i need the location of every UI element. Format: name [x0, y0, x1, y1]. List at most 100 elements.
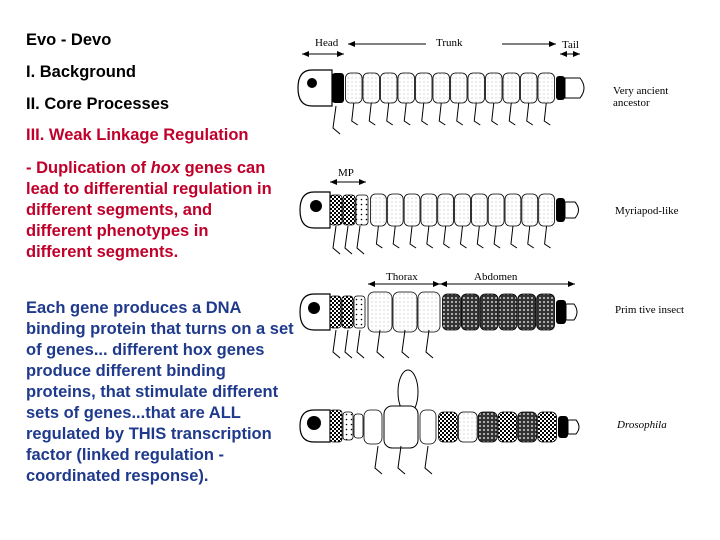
- drosophila-abdomen-segment: [497, 411, 518, 443]
- insect-abdomen-segment: [517, 293, 537, 331]
- row-label-insect: Prim tive insect: [615, 304, 684, 316]
- insect-eye: [308, 302, 320, 314]
- organism-primitive-insect: [299, 291, 578, 333]
- ancestor-tail-band: [556, 76, 565, 100]
- myriapod-trunk-leg: [375, 225, 383, 249]
- ancestor-trunk-leg: [368, 102, 376, 126]
- myriapod-trunk-segment: [487, 193, 505, 227]
- drosophila-leg: [397, 445, 406, 475]
- outline-item-core-processes: II. Core Processes: [26, 95, 170, 113]
- myriapod-mp-leg: [356, 225, 365, 255]
- insect-abdomen-segment: [498, 293, 518, 331]
- organism-myriapod: [299, 191, 579, 249]
- drosophila-thorax-3: [419, 409, 437, 445]
- ancestor-trunk-segment: [450, 72, 468, 104]
- insect-leg: [425, 329, 434, 359]
- hox-dup-post: genes can lead to differential regulatio…: [26, 159, 272, 261]
- drosophila-segment-c: [353, 413, 364, 439]
- myriapod-tail: [564, 201, 579, 219]
- drosophila-thorax-1: [363, 409, 383, 445]
- insect-tail: [565, 303, 578, 321]
- myriapod-eye: [310, 200, 322, 212]
- myriapod-mp-segment-3: [355, 194, 369, 226]
- insect-thorax-3: [417, 291, 441, 333]
- ancestor-trunk-leg: [386, 102, 394, 126]
- hox-word: hox: [150, 159, 180, 177]
- ancestor-trunk-leg: [456, 102, 464, 126]
- ancestor-eye: [307, 78, 317, 88]
- myriapod-trunk-segment: [386, 193, 404, 227]
- ancestor-trunk-leg: [438, 102, 446, 126]
- body-paragraph: Each gene produces a DNA binding protein…: [26, 299, 294, 485]
- insect-abdomen-segment: [479, 293, 499, 331]
- label-mp: MP: [338, 167, 354, 179]
- label-trunk: Trunk: [436, 37, 463, 49]
- drosophila-abdomen-segment: [477, 411, 498, 443]
- ancestor-trunk-segment: [485, 72, 503, 104]
- insect-segment-b: [341, 295, 354, 329]
- insect-segment-a: [329, 295, 342, 329]
- myriapod-tail-band: [556, 198, 565, 222]
- drosophila-segment-a: [329, 409, 343, 443]
- myriapod-mp-leg: [332, 225, 341, 255]
- ancestor-dark-segment: [332, 73, 344, 103]
- ancestor-trunk-segment: [362, 72, 380, 104]
- insect-leg: [401, 329, 410, 359]
- insect-tail-band: [556, 300, 566, 324]
- ancestor-trunk-segment: [467, 72, 485, 104]
- insect-abdomen-segment: [536, 293, 555, 331]
- drosophila-eye: [307, 416, 321, 430]
- ancestor-trunk-segment: [432, 72, 450, 104]
- insect-abdomen-segment: [442, 293, 461, 331]
- drosophila-abdomen-segment: [438, 411, 458, 443]
- drosophila-tail-band: [558, 416, 568, 438]
- insect-thorax-1: [367, 291, 393, 333]
- ancestor-tail: [564, 77, 585, 99]
- ancestor-trunk-segment: [415, 72, 433, 104]
- myriapod-trunk-segment: [504, 193, 522, 227]
- myriapod-trunk-segment: [403, 193, 421, 227]
- organism-drosophila: [299, 369, 580, 449]
- ancestor-trunk-leg: [543, 102, 551, 126]
- myriapod-trunk-segment: [538, 193, 555, 227]
- insect-segment-c: [353, 295, 366, 329]
- myriapod-mp-leg: [344, 225, 353, 255]
- insect-leg: [332, 329, 341, 359]
- slide-title: Evo - Devo: [26, 31, 112, 49]
- drosophila-leg: [424, 445, 433, 475]
- myriapod-trunk-segment: [370, 193, 387, 227]
- ancestor-trunk-segment: [397, 72, 415, 104]
- myriapod-trunk-leg: [527, 225, 535, 249]
- myriapod-trunk-segment: [437, 193, 454, 227]
- myriapod-trunk-leg: [392, 225, 400, 249]
- drosophila-leg: [374, 445, 383, 475]
- myriapod-trunk-leg: [476, 225, 484, 249]
- ancestor-trunk-leg: [403, 102, 411, 126]
- label-thorax: Thorax: [386, 271, 418, 283]
- segment-diagram: Head Trunk Tail MP Thorax Abdomen Very a…: [297, 37, 684, 475]
- myriapod-trunk-leg: [443, 225, 450, 249]
- outline-item-weak-linkage: III. Weak Linkage Regulation: [26, 126, 249, 144]
- insect-abdomen-segments: [442, 293, 555, 331]
- myriapod-trunk-leg: [409, 225, 417, 249]
- ancestor-trunk-segment: [537, 72, 555, 104]
- myriapod-mp-segment-2: [342, 194, 356, 226]
- drosophila-tail: [567, 419, 580, 435]
- ancestor-head: [297, 69, 333, 107]
- drosophila-abdomen-segment: [517, 411, 538, 443]
- row-label-ancestor: Very ancient: [613, 85, 668, 97]
- row-label-drosophila: Drosophila: [616, 419, 667, 431]
- ancestor-trunk-leg: [421, 102, 429, 126]
- myriapod-trunk-segment: [471, 193, 488, 227]
- row-label-myriapod: Myriapod-like: [615, 205, 679, 217]
- ancestor-trunk-leg: [473, 102, 481, 126]
- outline-item-background: I. Background: [26, 63, 137, 81]
- drosophila-abdomen-segment: [457, 411, 478, 443]
- organism-ancestor: [297, 69, 585, 126]
- ancestor-trunk-segment: [380, 72, 398, 104]
- myriapod-trunk-segment: [521, 193, 539, 227]
- label-tail: Tail: [562, 39, 579, 51]
- drosophila-abdomen-segments: [438, 411, 557, 443]
- label-abdomen: Abdomen: [474, 271, 518, 283]
- myriapod-trunk-leg: [493, 225, 501, 249]
